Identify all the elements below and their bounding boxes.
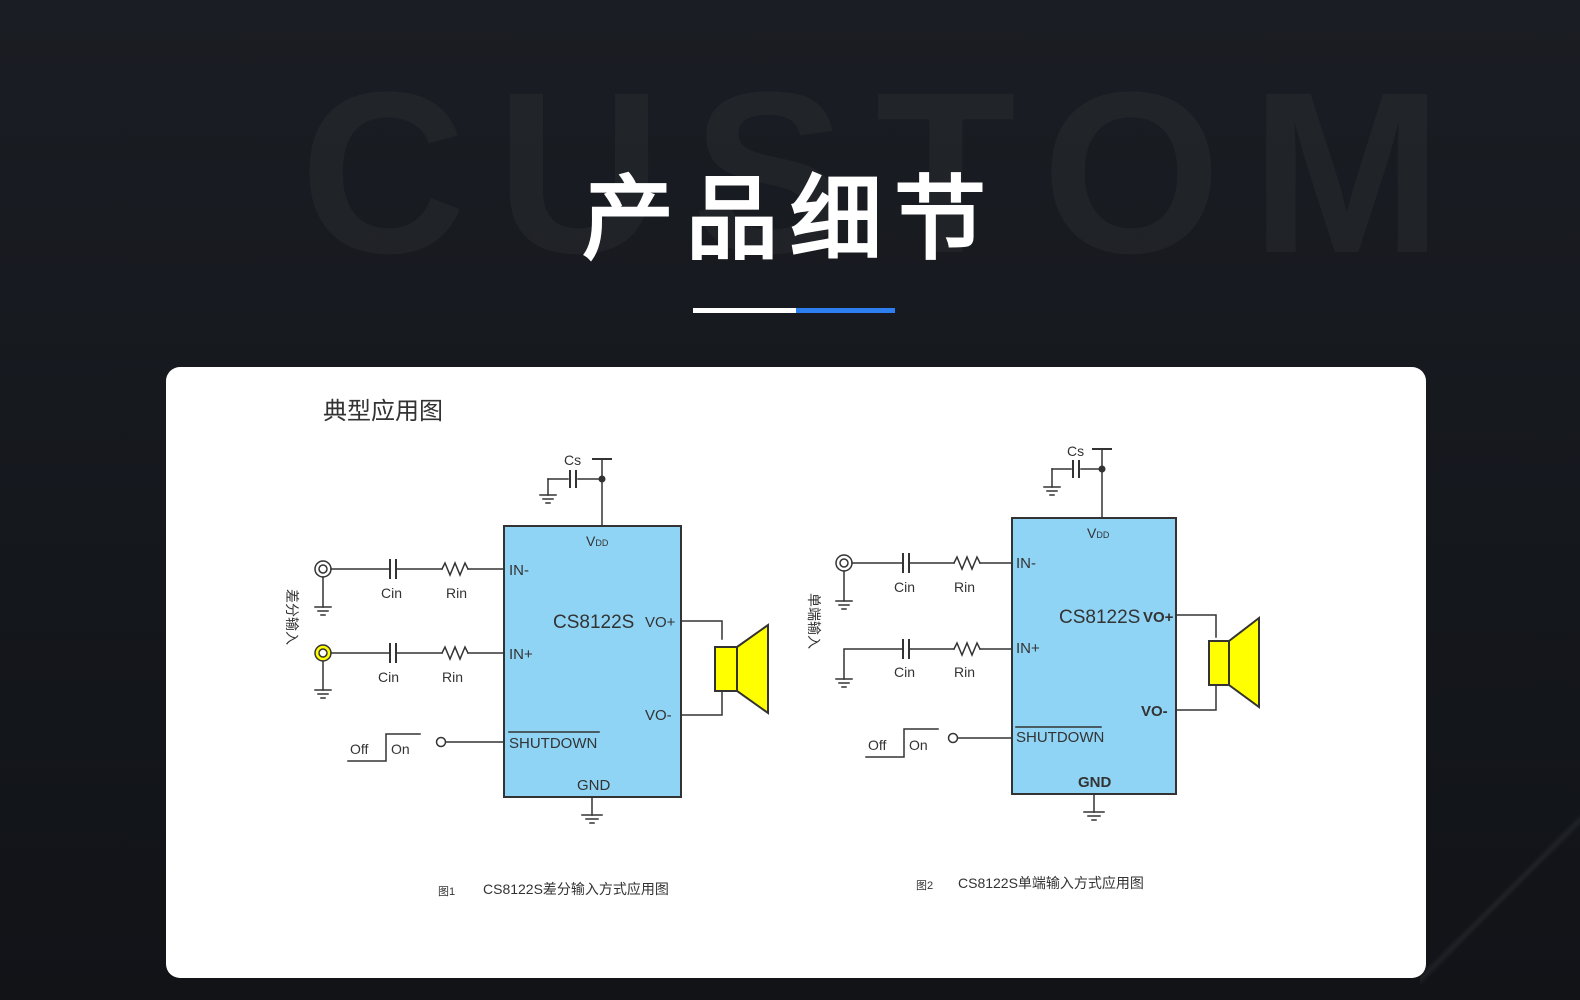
input-mode-label: 差分输入: [284, 589, 300, 645]
pin-gnd-label: GND: [577, 777, 611, 794]
pin-shutdown-label: SHUTDOWN: [1016, 729, 1104, 746]
figure-1-number: 图1: [438, 885, 455, 898]
figure-2-caption: CS8122S单端输入方式应用图: [958, 875, 1144, 891]
pin-vo-minus-label: VO-: [645, 707, 672, 724]
figure-1-caption: CS8122S差分输入方式应用图: [483, 881, 669, 897]
cs-label: Cs: [1067, 443, 1084, 459]
cin-label: Cin: [894, 664, 915, 680]
switch-symbol: [347, 733, 421, 762]
pin-vo-plus-label: VO+: [1143, 609, 1174, 626]
switch-symbol: [865, 728, 939, 758]
circuit-diagrams: VDD IN- IN+ CS8122S VO+ VO- SHUTDOWN GND…: [284, 443, 1260, 898]
pin-vdd-label: VDD: [1087, 525, 1110, 541]
rin-label: Rin: [446, 585, 467, 601]
pin-in-minus-label: IN-: [509, 562, 529, 579]
cin-label: Cin: [894, 579, 915, 595]
speaker-icon: [1208, 640, 1230, 686]
chip-name-label: CS8122S: [1059, 607, 1140, 628]
cin-label: Cin: [378, 669, 399, 685]
figure-1-differential: VDD IN- IN+ CS8122S VO+ VO- SHUTDOWN GND…: [284, 452, 769, 898]
pin-vo-minus-label: VO-: [1141, 703, 1168, 720]
input-mode-label: 单端输入: [806, 593, 822, 649]
off-label: Off: [868, 737, 887, 753]
pin-in-plus-label: IN+: [509, 646, 533, 663]
pin-in-plus-label: IN+: [1016, 640, 1040, 657]
pin-vo-plus-label: VO+: [645, 614, 676, 631]
speaker-icon: [714, 646, 738, 692]
chip-name-label: CS8122S: [553, 612, 634, 633]
content-card: 典型应用图 VDD IN- IN+ CS8122S VO+ VO- SHUTDO…: [166, 367, 1426, 978]
chip-body: [503, 525, 682, 798]
cin-label: Cin: [381, 585, 402, 601]
background-decoration: [1420, 800, 1580, 1000]
pin-gnd-label: GND: [1078, 774, 1112, 791]
title-underline: [693, 308, 895, 313]
rin-label: Rin: [954, 664, 975, 680]
pin-in-minus-label: IN-: [1016, 555, 1036, 572]
figure-2-number: 图2: [916, 879, 933, 892]
on-label: On: [909, 737, 928, 753]
pin-vdd-label: VDD: [586, 533, 609, 549]
section-heading: 典型应用图: [323, 397, 443, 425]
rin-label: Rin: [954, 579, 975, 595]
on-label: On: [391, 741, 410, 757]
pin-shutdown-label: SHUTDOWN: [509, 735, 597, 752]
off-label: Off: [350, 741, 369, 757]
rin-label: Rin: [442, 669, 463, 685]
page-title: 产品细节: [581, 166, 998, 273]
chip-body: [1011, 517, 1177, 795]
cs-label: Cs: [564, 452, 581, 468]
figure-2-single-ended: VDD IN- IN+ CS8122S VO+ VO- SHUTDOWN GND…: [806, 443, 1260, 892]
